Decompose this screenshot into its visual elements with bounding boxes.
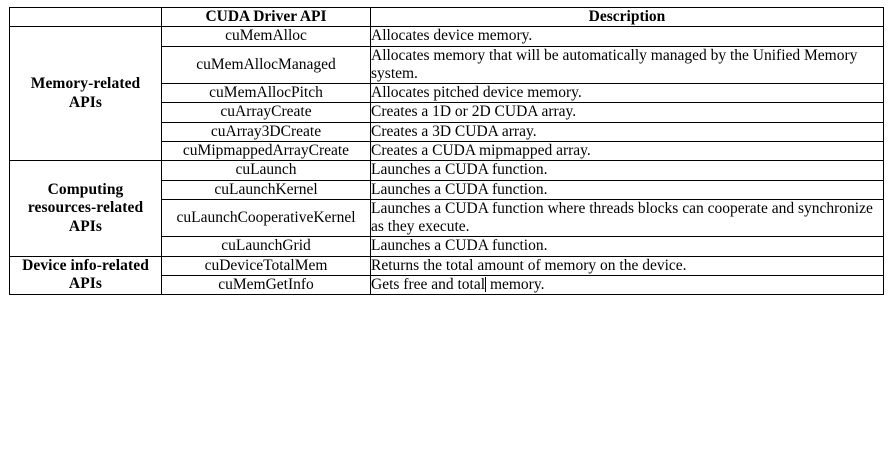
table-row: Memory-related APIs cuMemAlloc Allocates… [9,26,884,162]
api-description-cell: Allocates memory that will be automatica… [370,45,884,85]
text-caret [485,276,487,292]
api-name-cell: cuLaunch [161,160,371,181]
api-description-cell: Creates a 3D CUDA array. [370,121,884,142]
table-row: cuMemAllocPitch Allocates pitched device… [10,83,884,104]
table-row: cuMipmappedArrayCreate Creates a CUDA mi… [10,140,884,162]
table-row: cuMemAllocManaged Allocates memory that … [10,45,884,85]
group-label-line: Memory-related [30,75,141,93]
api-name-cell: cuLaunchKernel [161,179,371,200]
api-description-cell-with-caret[interactable]: Gets free and total memory. [370,274,884,296]
api-name-cell: cuArrayCreate [161,102,371,123]
table-row: Computing resources-related APIs cuLaunc… [9,160,884,257]
api-description-cell: Launches a CUDA function where threads b… [370,198,884,238]
table-row: cuMemGetInfo Gets free and total memory. [10,274,884,296]
api-name-cell: cuMipmappedArrayCreate [161,140,371,162]
group-label-line: APIs [68,217,103,235]
table-row: cuLaunchCooperativeKernel Launches a CUD… [10,198,884,238]
api-description-cell: Creates a CUDA mipmapped array. [370,140,884,162]
description-text-after-caret: memory. [486,275,545,293]
header-cell-api: CUDA Driver API [161,6,371,28]
api-name-cell: cuLaunchGrid [161,236,371,257]
group-label-computing-resources: Computing resources-related APIs [9,160,162,257]
header-cell-blank [9,6,162,28]
api-name-cell: cuMemAlloc [161,26,371,47]
cuda-driver-api-table: CUDA Driver API Description Memory-relat… [9,6,884,296]
header-cell-description: Description [370,6,884,28]
api-description-cell: Allocates device memory. [370,26,884,47]
api-description-cell: Launches a CUDA function. [370,160,884,181]
api-description-cell: Allocates pitched device memory. [370,83,884,104]
api-description-cell: Launches a CUDA function. [370,236,884,257]
group-label-line: Device info-related [22,257,149,275]
api-name-cell: cuLaunchCooperativeKernel [161,198,371,238]
table-row: cuLaunchGrid Launches a CUDA function. [10,236,884,257]
api-name-cell: cuMemAllocManaged [161,45,371,85]
api-description-cell: Creates a 1D or 2D CUDA array. [370,102,884,123]
group-label-memory: Memory-related APIs [9,26,162,162]
group-label-line: APIs [68,93,103,111]
api-name-cell: cuMemAllocPitch [161,83,371,104]
group-label-device-info: Device info-related APIs [9,255,162,296]
table-row: Device info-related APIs cuDeviceTotalMe… [9,255,884,296]
table-row: cuArrayCreate Creates a 1D or 2D CUDA ar… [10,102,884,123]
table-row: cuLaunchKernel Launches a CUDA function. [10,179,884,200]
api-description-cell: Returns the total amount of memory on th… [370,255,884,276]
group-label-line: APIs [68,275,103,293]
api-name-cell: cuMemGetInfo [161,274,371,296]
group-label-line: Computing [47,181,124,199]
api-name-cell: cuArray3DCreate [161,121,371,142]
table-header-row: CUDA Driver API Description [9,6,884,28]
group-label-line: resources-related [27,199,144,217]
api-name-cell: cuDeviceTotalMem [161,255,371,276]
api-description-cell: Launches a CUDA function. [370,179,884,200]
description-text-before-caret: Gets free and total [371,275,486,293]
